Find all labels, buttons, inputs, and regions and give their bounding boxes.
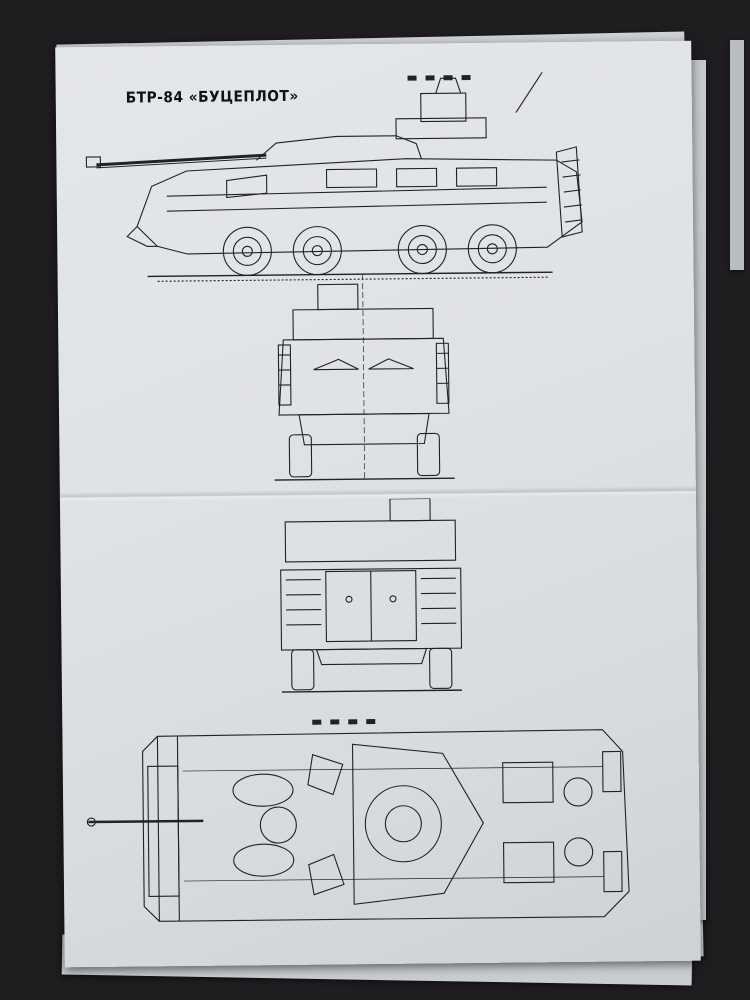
top-view-drawing (86, 729, 630, 922)
blueprint-sheet: БТР-84 «БУЦЕПЛОТ» (55, 40, 701, 968)
side-view-drawing (85, 71, 583, 282)
scale-bar (312, 709, 376, 725)
rear-view-drawing (280, 498, 463, 693)
back-paper-sheet (730, 40, 744, 270)
scale-bar (407, 65, 471, 81)
front-view-drawing (274, 274, 455, 481)
